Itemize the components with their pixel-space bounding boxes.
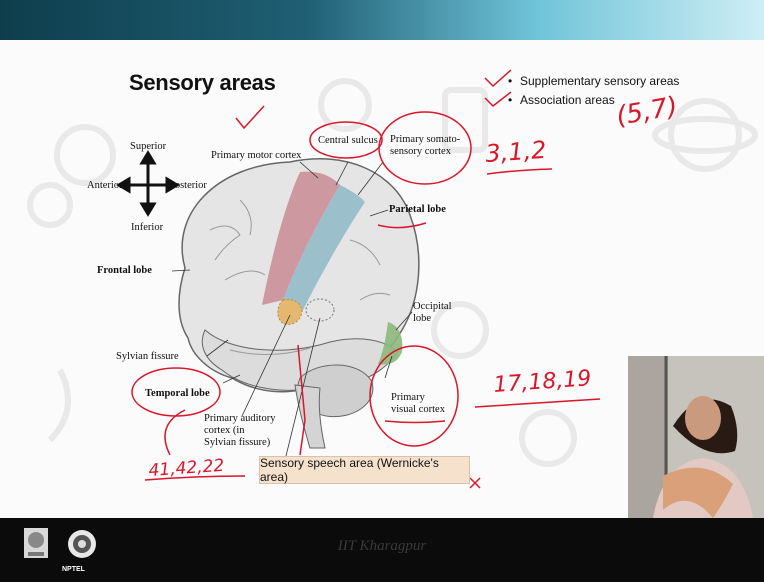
nptel-logo-text: NPTEL	[62, 566, 85, 573]
handwritten-3-1-2: 3,1,2	[484, 136, 547, 168]
presenter-image	[628, 356, 764, 518]
handwritten-17-18-19: 17,18,19	[493, 366, 592, 398]
footer-institution: IIT Kharagpur	[0, 538, 764, 555]
presenter-video	[628, 356, 764, 518]
handwritten-5-7: (5,7)	[614, 92, 680, 132]
handwritten-41-42-22: 41,42,22	[148, 456, 225, 481]
